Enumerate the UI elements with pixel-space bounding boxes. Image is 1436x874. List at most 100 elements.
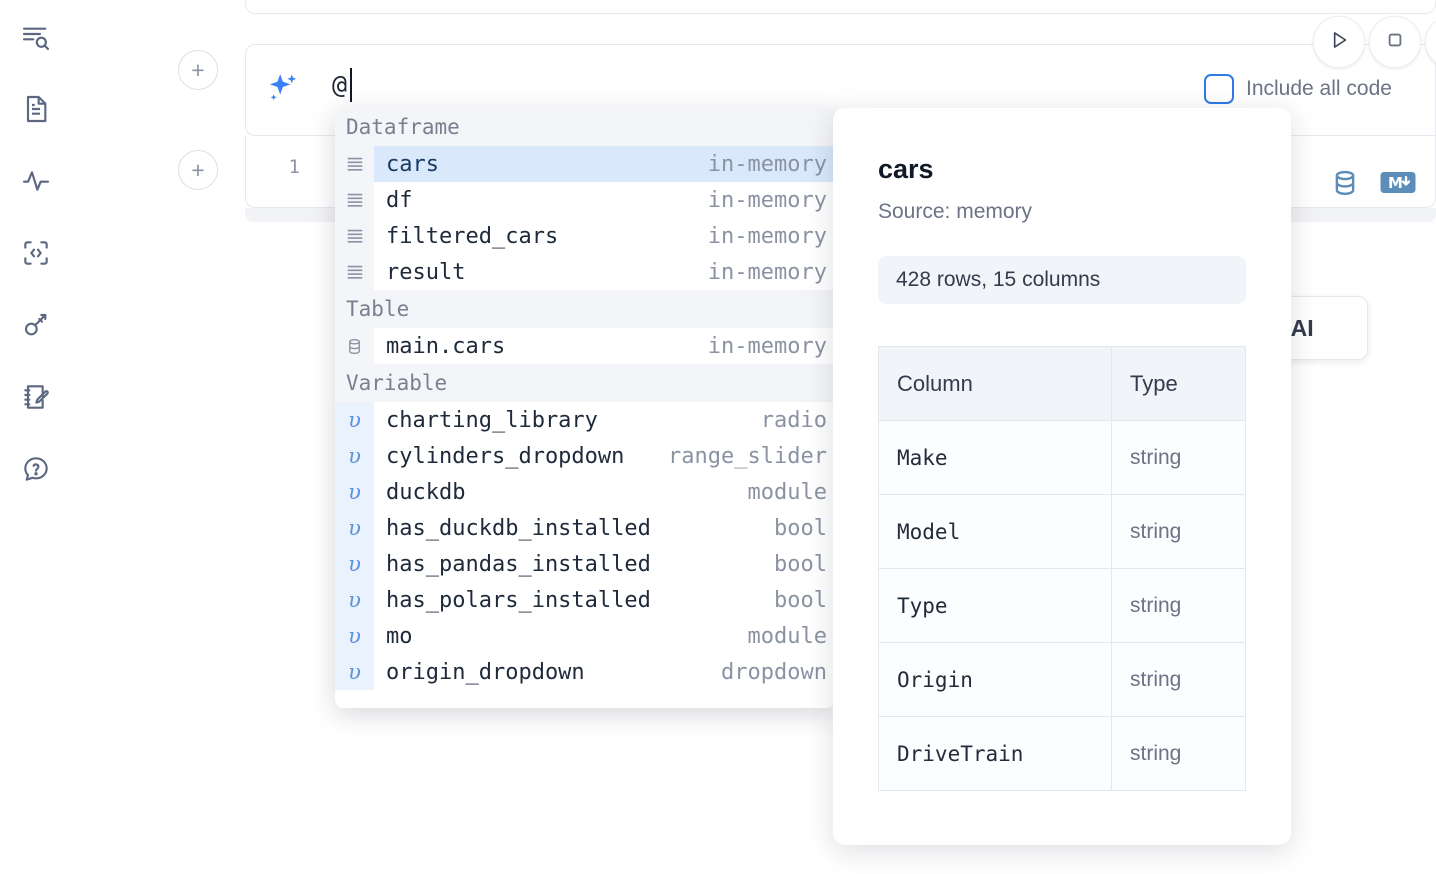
autocomplete-item-name: duckdb	[386, 480, 465, 505]
autocomplete-item-name: cylinders_dropdown	[386, 444, 624, 469]
doc-source: Source: memory	[878, 200, 1032, 224]
autocomplete-item[interactable]: υduckdb module	[335, 474, 835, 510]
doc-column-type: string	[1112, 495, 1246, 569]
autocomplete-item-name: cars	[386, 152, 439, 177]
doc-column-name: Make	[879, 421, 1112, 495]
include-all-code-checkbox[interactable]	[1204, 74, 1234, 104]
autocomplete-item[interactable]: filtered_carsin-memory	[335, 218, 835, 254]
autocomplete-item-name: mo	[386, 624, 413, 649]
autocomplete-dropdown[interactable]: Dataframecarsin-memorydfin-memoryfiltere…	[335, 108, 835, 708]
autocomplete-item-name: origin_dropdown	[386, 660, 585, 685]
previous-cell[interactable]	[245, 0, 1436, 14]
autocomplete-group-header: Dataframe	[335, 108, 835, 146]
sidebar-item-files[interactable]	[14, 87, 58, 131]
autocomplete-item-type: dropdown	[721, 660, 827, 685]
table-row: Makestring	[879, 421, 1246, 495]
doc-header-column: Column	[879, 347, 1112, 421]
file-document-icon	[20, 93, 52, 125]
doc-column-name: Origin	[879, 643, 1112, 717]
variable-icon: υ	[335, 546, 374, 582]
sidebar-item-activity[interactable]	[14, 159, 58, 203]
autocomplete-item-type: module	[748, 624, 827, 649]
doc-shape-badge: 428 rows, 15 columns	[878, 256, 1246, 304]
autocomplete-item-type: in-memory	[708, 260, 827, 285]
doc-header-type: Type	[1112, 347, 1246, 421]
autocomplete-group-header: Variable	[335, 364, 835, 402]
autocomplete-item-type: range_slider	[668, 444, 827, 469]
explore-outline-icon	[20, 22, 52, 54]
doc-schema-table: Column Type MakestringModelstringTypestr…	[878, 346, 1246, 791]
table-row: Modelstring	[879, 495, 1246, 569]
variable-icon: υ	[335, 510, 374, 546]
sidebar-item-secrets[interactable]	[14, 303, 58, 347]
autocomplete-item-type: in-memory	[708, 334, 827, 359]
autocomplete-item-name: filtered_cars	[386, 224, 558, 249]
dataframe-doc-panel: cars Source: memory 428 rows, 15 columns…	[833, 108, 1291, 845]
autocomplete-item[interactable]: υ origin_dropdown dropdown	[335, 654, 835, 690]
database-icon	[335, 328, 374, 364]
variable-icon: υ	[335, 618, 374, 654]
ai-prompt-input[interactable]: @	[332, 70, 347, 99]
sidebar-item-outline[interactable]	[14, 16, 58, 60]
svg-text:M: M	[1388, 174, 1403, 192]
square-stop-icon	[1382, 27, 1408, 58]
autocomplete-item-type: bool	[774, 588, 827, 613]
add-cell-below-button[interactable]: +	[178, 150, 218, 190]
autocomplete-item[interactable]: υ cylinders_dropdown range_slider	[335, 438, 835, 474]
autocomplete-item[interactable]: υhas_polars_installedbool	[335, 582, 835, 618]
include-all-code-row[interactable]: Include all code	[1204, 74, 1392, 104]
sidebar-item-scratchpad[interactable]	[14, 375, 58, 419]
sidebar-item-snippets[interactable]	[14, 231, 58, 275]
variable-icon: υ	[335, 474, 374, 510]
stop-button[interactable]	[1369, 16, 1421, 68]
cell-type-icons: M	[1330, 168, 1416, 203]
variable-icon: υ	[335, 654, 374, 690]
autocomplete-item-type: in-memory	[708, 188, 827, 213]
text-caret	[350, 68, 352, 102]
secrets-key-icon	[20, 309, 52, 341]
autocomplete-item[interactable]: main.cars in-memory	[335, 328, 835, 364]
autocomplete-item[interactable]: υ charting_library radio	[335, 402, 835, 438]
autocomplete-item-name: result	[386, 260, 465, 285]
table-row: DriveTrainstring	[879, 717, 1246, 791]
doc-title: cars	[878, 154, 934, 185]
table-row: Typestring	[879, 569, 1246, 643]
table-row: Originstring	[879, 643, 1246, 717]
dataframe-icon	[335, 218, 374, 254]
autocomplete-item-type: bool	[774, 516, 827, 541]
autocomplete-item-name: has_polars_installed	[386, 588, 651, 613]
variable-icon: υ	[335, 438, 374, 474]
line-number: 1	[246, 136, 314, 207]
sidebar-item-help[interactable]	[14, 447, 58, 491]
autocomplete-item-name: main.cars	[386, 334, 505, 359]
doc-column-name: Model	[879, 495, 1112, 569]
play-icon	[1326, 27, 1352, 58]
autocomplete-item[interactable]: υmo module	[335, 618, 835, 654]
markdown-icon[interactable]: M	[1380, 170, 1416, 201]
autocomplete-item-type: bool	[774, 552, 827, 577]
dataframe-icon	[335, 146, 374, 182]
database-icon[interactable]	[1330, 168, 1360, 203]
autocomplete-item-name: charting_library	[386, 408, 598, 433]
doc-column-type: string	[1112, 569, 1246, 643]
autocomplete-item-type: module	[748, 480, 827, 505]
autocomplete-item-name: has_pandas_installed	[386, 552, 651, 577]
autocomplete-item[interactable]: carsin-memory	[335, 146, 835, 182]
doc-column-type: string	[1112, 421, 1246, 495]
autocomplete-item[interactable]: result in-memory	[335, 254, 835, 290]
snippets-code-icon	[20, 237, 52, 269]
plus-icon: +	[191, 59, 204, 82]
autocomplete-item[interactable]: υ has_pandas_installed bool	[335, 546, 835, 582]
plus-icon: +	[191, 159, 204, 182]
include-all-code-label: Include all code	[1246, 77, 1392, 101]
dataframe-icon	[335, 182, 374, 218]
autocomplete-item-name: has_duckdb_installed	[386, 516, 651, 541]
autocomplete-item-type: radio	[761, 408, 827, 433]
add-cell-above-button[interactable]: +	[178, 50, 218, 90]
variable-icon: υ	[335, 402, 374, 438]
doc-column-name: DriveTrain	[879, 717, 1112, 791]
autocomplete-item[interactable]: υ has_duckdb_installed bool	[335, 510, 835, 546]
run-button[interactable]	[1313, 16, 1365, 68]
autocomplete-item[interactable]: dfin-memory	[335, 182, 835, 218]
